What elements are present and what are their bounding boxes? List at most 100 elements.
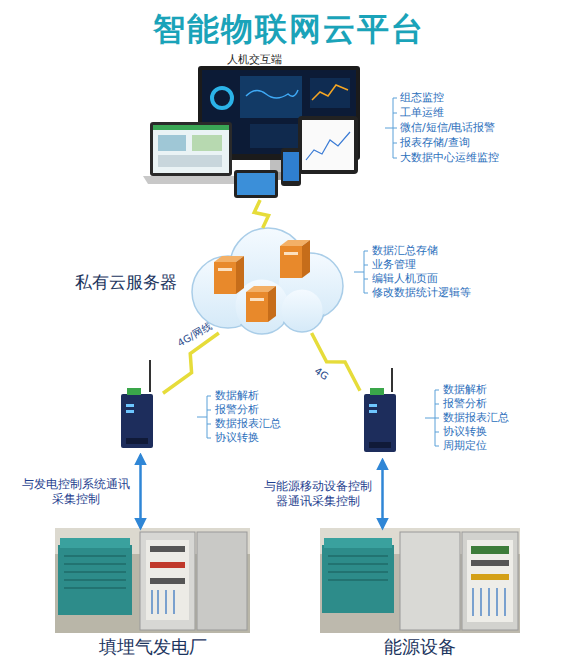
edge-label: 与能源移动设备控制 器通讯采集控制 xyxy=(261,479,375,509)
gateway-body xyxy=(364,394,396,452)
scada-block xyxy=(158,155,222,167)
server-side xyxy=(302,240,310,278)
bullet-item: 报表存储/查询 xyxy=(400,136,470,149)
cloud-puff xyxy=(282,290,323,331)
map-line xyxy=(246,90,298,98)
bullet-item: 数据报表汇总 xyxy=(443,411,509,424)
server-side xyxy=(268,286,276,322)
node-heading: 填埋气发电厂 xyxy=(55,636,250,658)
bullet-item: 协议转换 xyxy=(443,425,487,438)
cloud-puff xyxy=(192,256,264,328)
plc xyxy=(471,546,509,554)
ground xyxy=(55,528,250,633)
diagram-title: 智能物联网云平台 xyxy=(0,8,577,52)
node-box: 填埋气发电厂 xyxy=(55,528,250,633)
bullet-item: 周期定位 xyxy=(443,439,487,452)
server-top xyxy=(246,286,276,292)
cloud-puff xyxy=(279,255,342,318)
tablet-frame xyxy=(298,116,358,174)
led xyxy=(126,410,134,413)
double-arrow xyxy=(139,455,142,528)
cabinet xyxy=(462,532,518,630)
cloud-illustration xyxy=(192,228,343,334)
bracket xyxy=(425,390,439,446)
cloud-puff xyxy=(277,253,343,319)
rail xyxy=(471,560,509,566)
rail xyxy=(150,546,185,552)
vent-slats xyxy=(328,556,388,580)
bullet-item: 微信/短信/电话报警 xyxy=(400,121,495,134)
led xyxy=(369,404,377,407)
cloud-puff xyxy=(234,278,290,334)
cabinet-door xyxy=(197,532,247,630)
node-box: 人机交互端组态监控工单运维微信/短信/电话报警报表存储/查询大数据中心运维监控 xyxy=(148,68,360,200)
terminal-illustration xyxy=(143,66,360,198)
bar xyxy=(208,130,213,148)
bullet-item: 数据报表汇总 xyxy=(215,417,281,430)
laptop-frame xyxy=(150,122,232,176)
cloud-fill xyxy=(194,230,342,333)
small-tablet-frame xyxy=(234,170,278,198)
cloud-puff xyxy=(230,228,306,304)
cloud-puff xyxy=(194,258,263,327)
server-front xyxy=(280,246,302,278)
node-box: 能源设备 xyxy=(320,528,520,633)
bracket xyxy=(197,396,211,438)
chart-panel xyxy=(310,78,350,108)
bullet-item: 组态监控 xyxy=(400,91,444,104)
edge-label: 4G/网线 xyxy=(176,320,215,350)
monitor-screen xyxy=(202,70,356,154)
cloud-puff xyxy=(280,288,324,332)
edge-label: 与发电控制系统通讯 采集控制 xyxy=(19,477,133,507)
map-panel xyxy=(240,76,302,118)
terminal-block xyxy=(127,388,141,395)
generator xyxy=(322,545,394,613)
cabinet xyxy=(140,532,195,630)
wireless-bolt xyxy=(312,333,360,391)
generator-top xyxy=(324,538,392,548)
cloud-puff xyxy=(236,280,289,333)
bullet-item: 工单运维 xyxy=(400,106,444,119)
bullet-item: 报警分析 xyxy=(215,403,259,416)
generator xyxy=(58,545,132,615)
wires xyxy=(473,588,505,616)
led xyxy=(369,410,377,413)
energy-photo xyxy=(320,528,520,633)
cloud-puff xyxy=(232,230,305,303)
bracket xyxy=(385,98,397,158)
node-heading: 能源设备 xyxy=(320,636,520,658)
wall xyxy=(320,528,520,554)
wall xyxy=(55,528,250,554)
bullet-item: 协议转换 xyxy=(215,431,259,444)
ground xyxy=(320,528,520,633)
tablet-chart xyxy=(306,132,350,160)
server-slot xyxy=(284,252,298,255)
node-heading: 人机交互端 xyxy=(227,53,282,66)
gateway-body xyxy=(121,394,153,448)
bullet-item: 报警分析 xyxy=(443,397,487,410)
gateway-device xyxy=(364,368,396,452)
wires xyxy=(152,590,174,614)
bullet-item: 编辑人机页面 xyxy=(372,272,438,285)
bullet-item: 大数据中心运维监控 xyxy=(400,151,499,164)
bullet-item: 业务管理 xyxy=(372,258,416,271)
node-heading: 私有云服务器 xyxy=(75,272,177,292)
cabinet-panel xyxy=(146,540,189,620)
scada-block xyxy=(158,135,186,151)
bullet-item: 数据解析 xyxy=(215,389,259,402)
gateway-device xyxy=(121,360,153,448)
cabinet-panel xyxy=(467,540,513,622)
server xyxy=(246,286,276,322)
port xyxy=(369,442,391,448)
server xyxy=(214,256,244,294)
server-front xyxy=(214,262,236,294)
scada-block xyxy=(192,135,222,151)
cabinet-door xyxy=(400,532,460,630)
plant-photo xyxy=(55,528,250,633)
laptop-header xyxy=(153,125,229,130)
antenna xyxy=(391,368,393,392)
chart-line xyxy=(312,85,348,100)
